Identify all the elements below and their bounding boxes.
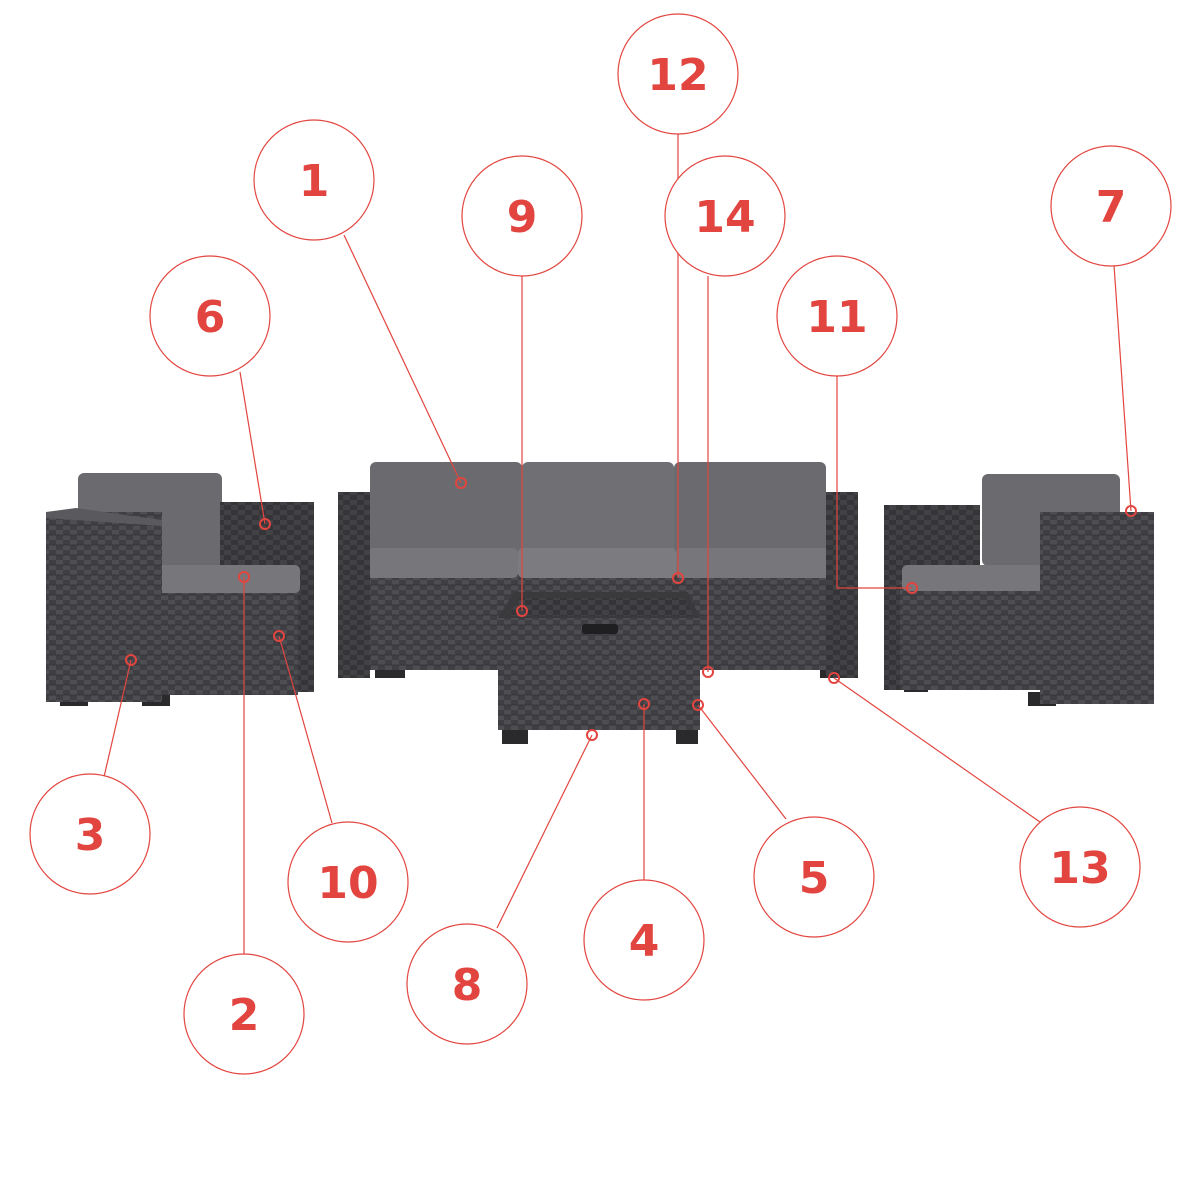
sofa-left-arm (338, 492, 370, 678)
leader-line-8 (496, 734, 593, 929)
callout-circle-3 (29, 773, 151, 895)
callout-circle-8 (406, 923, 528, 1045)
anchor-dot-9 (516, 605, 528, 617)
callout-circle-12 (617, 13, 739, 135)
anchor-dot-12 (672, 572, 684, 584)
sofa-seat-cushion-right (676, 548, 834, 578)
leader-line-6 (239, 371, 266, 525)
callout-circle-1 (253, 119, 375, 241)
anchor-dot-11 (906, 582, 918, 594)
callout-1: 1 (253, 119, 467, 489)
callout-number-14: 14 (694, 192, 755, 243)
right-armchair-front (900, 582, 1042, 690)
callout-number-7: 7 (1096, 182, 1127, 233)
callout-number-3: 3 (75, 810, 106, 861)
anchor-dot-4 (638, 698, 650, 710)
anchor-dot-6 (259, 518, 271, 530)
callout-11: 11 (776, 255, 918, 594)
leader-line-1 (343, 234, 462, 484)
left-armchair-seat-cushion (155, 565, 300, 593)
anchor-dot-1 (455, 477, 467, 489)
callout-circle-5 (753, 816, 875, 938)
anchor-dot-3 (125, 654, 137, 666)
sofa-back-cushion-right (674, 462, 826, 554)
callout-circle-10 (287, 821, 409, 943)
callout-circle-14 (664, 155, 786, 277)
callout-12: 12 (617, 13, 739, 584)
callout-circle-9 (461, 155, 583, 277)
callout-number-13: 13 (1049, 843, 1110, 894)
callout-4: 4 (583, 698, 705, 1001)
leader-line-5 (697, 704, 787, 820)
callout-number-4: 4 (629, 916, 660, 967)
callout-circle-4 (583, 879, 705, 1001)
callout-number-12: 12 (647, 50, 708, 101)
callout-number-10: 10 (317, 858, 378, 909)
callout-circle-7 (1050, 145, 1172, 267)
right-armchair-right-arm (1040, 512, 1154, 704)
sofa (338, 462, 858, 678)
leader-line-7 (1113, 264, 1132, 512)
callout-5: 5 (692, 699, 875, 938)
callout-13: 13 (828, 672, 1141, 928)
callout-circle-6 (149, 255, 271, 377)
leader-line-10 (278, 635, 333, 824)
right-armchair (884, 474, 1154, 706)
callout-7: 7 (1050, 145, 1172, 517)
sofa-back-cushion-middle (522, 462, 674, 554)
anchor-dot-14 (702, 666, 714, 678)
callout-6: 6 (149, 255, 271, 530)
sofa-seat-cushion-middle (518, 548, 676, 578)
coffee-table-body (498, 618, 700, 730)
anchor-dot-10 (273, 630, 285, 642)
sofa-seat-cushion-left (360, 548, 518, 578)
leader-line-13 (833, 677, 1041, 823)
callout-number-2: 2 (229, 990, 260, 1041)
callout-circle-2 (183, 953, 305, 1075)
callout-number-8: 8 (452, 960, 483, 1011)
callout-14: 14 (664, 155, 786, 678)
left-armchair-left-arm (46, 512, 162, 702)
anchor-dot-8 (586, 729, 598, 741)
left-armchair (46, 473, 314, 706)
sofa-right-arm (826, 492, 858, 678)
callout-3: 3 (29, 654, 151, 895)
anchor-dot-7 (1125, 505, 1137, 517)
coffee-table-handle (582, 624, 618, 634)
callout-circle-13 (1019, 806, 1141, 928)
callout-number-6: 6 (195, 292, 226, 343)
anchor-dot-13 (828, 672, 840, 684)
anchor-dot-5 (692, 699, 704, 711)
sofa-back-cushion-left (370, 462, 522, 554)
right-armchair-seat-cushion (902, 565, 1044, 591)
callout-9: 9 (461, 155, 583, 617)
leader-line-11 (836, 376, 912, 589)
callout-2: 2 (183, 571, 305, 1075)
callout-number-1: 1 (299, 156, 330, 207)
callout-number-9: 9 (507, 192, 538, 243)
callout-10: 10 (273, 630, 409, 943)
callout-circle-11 (776, 255, 898, 377)
callout-number-5: 5 (799, 853, 830, 904)
anchor-dot-2 (238, 571, 250, 583)
callout-8: 8 (406, 729, 598, 1045)
coffee-table (498, 592, 700, 744)
callout-number-11: 11 (806, 292, 867, 343)
leader-line-3 (103, 659, 132, 778)
